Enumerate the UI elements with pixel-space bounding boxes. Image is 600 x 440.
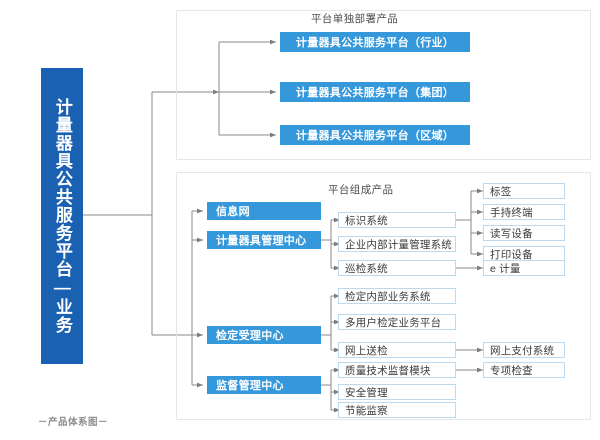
diagram-footer-caption: －产品体系图－	[38, 417, 109, 428]
module-energy-saving-inspection[interactable]: 节能监察	[338, 402, 456, 418]
leaf-tag[interactable]: 标签	[483, 183, 565, 199]
deployed-products-frame	[176, 10, 591, 160]
module-online-submission[interactable]: 网上送检	[338, 342, 456, 358]
platform-components-caption: 平台组成产品	[328, 184, 394, 196]
deployed-products-caption: 平台单独部署产品	[311, 13, 399, 25]
center-supervision-management[interactable]: 监督管理中心	[207, 376, 321, 394]
module-inspection-system[interactable]: 巡检系统	[338, 260, 456, 276]
leaf-online-payment-system[interactable]: 网上支付系统	[483, 342, 565, 358]
module-enterprise-metering-system[interactable]: 企业内部计量管理系统	[338, 236, 456, 252]
module-multiuser-verification-platform[interactable]: 多用户检定业务平台	[338, 314, 456, 330]
center-information-network[interactable]: 信息网	[207, 202, 321, 220]
deployed-product-group[interactable]: 计量器具公共服务平台（集团）	[280, 82, 470, 102]
module-safety-management[interactable]: 安全管理	[338, 384, 456, 400]
center-verification-acceptance[interactable]: 检定受理中心	[207, 326, 321, 344]
leaf-handheld-terminal[interactable]: 手持终端	[483, 204, 565, 220]
deployed-product-region[interactable]: 计量器具公共服务平台（区域）	[280, 125, 470, 145]
module-identification-system[interactable]: 标识系统	[338, 212, 456, 228]
root-platform-title: 计量器具公共服务平台—业务	[41, 68, 83, 364]
deployed-product-industry[interactable]: 计量器具公共服务平台（行业）	[280, 32, 470, 52]
leaf-e-metering[interactable]: e 计量	[483, 260, 565, 276]
center-metering-management[interactable]: 计量器具管理中心	[207, 231, 321, 249]
platform-components-frame	[176, 172, 591, 420]
leaf-read-write-device[interactable]: 读写设备	[483, 225, 565, 241]
leaf-special-inspection[interactable]: 专项检查	[483, 362, 565, 378]
module-quality-supervision[interactable]: 质量技术监督模块	[338, 362, 456, 378]
module-verification-internal-system[interactable]: 检定内部业务系统	[338, 288, 456, 304]
